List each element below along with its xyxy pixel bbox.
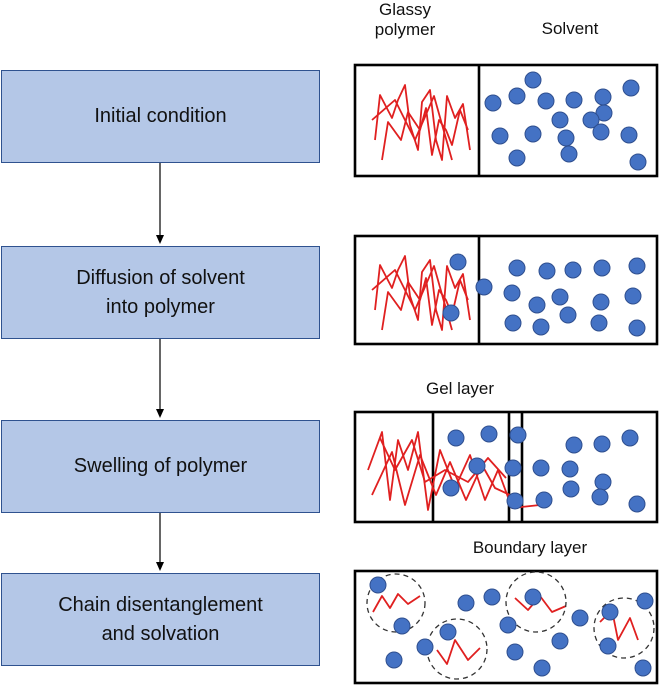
solvent-molecule-67 xyxy=(385,651,403,669)
solvent-molecule-22 xyxy=(538,262,556,280)
solvent-molecule-20 xyxy=(442,304,460,322)
solvent-molecule-28 xyxy=(592,293,610,311)
solvent-molecule-40 xyxy=(565,436,583,454)
solvent-molecule-11 xyxy=(524,125,542,143)
solvent-molecule-5 xyxy=(594,88,612,106)
label-glassy-line1: Glassy xyxy=(379,0,431,19)
polymer-chains-panel-3 xyxy=(367,431,541,511)
solvent-molecule-2 xyxy=(508,87,526,105)
solvent-molecule-65 xyxy=(506,643,524,661)
panel-4-frame xyxy=(353,569,659,685)
step-initial-condition-text: Initial condition xyxy=(94,105,227,127)
solvent-molecule-43 xyxy=(468,457,486,475)
panel-1-frame xyxy=(353,63,659,178)
step-swelling: Swelling of polymer xyxy=(1,420,320,513)
solvent-molecule-32 xyxy=(532,318,550,336)
solvent-molecule-37 xyxy=(480,425,498,443)
solvent-molecule-44 xyxy=(504,459,522,477)
solvent-molecule-46 xyxy=(594,473,612,491)
label-boundary-layer: Boundary layer xyxy=(472,538,588,557)
solvent-molecule-35 xyxy=(628,319,646,337)
solvent-molecule-8 xyxy=(582,111,600,129)
polymer-chains-panel-1 xyxy=(371,84,471,161)
step-diffusion-text-line1: Diffusion of solvent xyxy=(76,266,245,289)
solvent-molecule-61 xyxy=(499,616,517,634)
solvent-molecule-69 xyxy=(634,659,652,677)
step-disentanglement-text-line2: and solvation xyxy=(101,622,220,645)
solvent-molecule-55 xyxy=(483,588,501,606)
panel-2-frame xyxy=(353,234,659,346)
solvent-molecule-10 xyxy=(491,127,509,145)
solvent-molecule-15 xyxy=(508,149,526,167)
solvent-molecule-68 xyxy=(533,659,551,677)
step-disentanglement-text-line1: Chain disentanglement xyxy=(58,593,263,616)
step-disentanglement: Chain disentanglement and solvation xyxy=(1,573,320,666)
solvent-molecule-59 xyxy=(439,623,457,641)
solvent-molecule-42 xyxy=(621,429,639,447)
solvent-molecule-4 xyxy=(565,91,583,109)
solvent-molecule-3 xyxy=(537,92,555,110)
solvent-molecule-13 xyxy=(592,123,610,141)
solvent-molecule-53 xyxy=(369,576,387,594)
solvent-molecule-54 xyxy=(457,594,475,612)
solvent-molecule-36 xyxy=(447,429,465,447)
solvent-molecule-57 xyxy=(636,592,654,610)
solvent-molecule-38 xyxy=(509,426,527,444)
solvent-molecule-63 xyxy=(551,632,569,650)
panel-3-frame xyxy=(353,410,659,524)
solvent-molecule-25 xyxy=(628,257,646,275)
solvent-molecule-39 xyxy=(532,459,550,477)
solvent-molecule-16 xyxy=(560,145,578,163)
solvent-molecule-56 xyxy=(524,588,542,606)
solvent-molecule-21 xyxy=(508,259,526,277)
solvent-molecule-1 xyxy=(484,94,502,112)
solvent-molecule-26 xyxy=(503,284,521,302)
solvent-molecule-9 xyxy=(551,111,569,129)
label-gel-layer: Gel layer xyxy=(425,379,495,398)
solvent-molecule-30 xyxy=(528,296,546,314)
solvent-molecule-29 xyxy=(624,287,642,305)
solvent-molecule-52 xyxy=(628,495,646,513)
label-solvent: Solvent xyxy=(541,19,599,38)
step-diffusion: Diffusion of solvent into polymer xyxy=(1,246,320,339)
solvent-molecule-48 xyxy=(535,491,553,509)
solvent-molecule-45 xyxy=(561,460,579,478)
solvent-molecule-33 xyxy=(559,306,577,324)
solvent-molecule-7 xyxy=(595,104,613,122)
solvent-molecule-24 xyxy=(593,259,611,277)
solvent-molecule-66 xyxy=(599,637,617,655)
label-glassy-polymer: Glassy polymer xyxy=(350,0,460,40)
label-glassy-line2: polymer xyxy=(374,20,436,39)
solvent-molecule-34 xyxy=(590,314,608,332)
solvent-molecule-58 xyxy=(393,617,411,635)
solvent-molecule-27 xyxy=(551,288,569,306)
solvent-molecule-51 xyxy=(591,488,609,506)
solvent-molecule-6 xyxy=(622,79,640,97)
solvent-molecule-47 xyxy=(442,479,460,497)
step-swelling-text: Swelling of polymer xyxy=(73,455,248,477)
step-diffusion-text-line2: into polymer xyxy=(106,295,215,318)
solvent-molecule-60 xyxy=(571,609,589,627)
solvent-molecule-18 xyxy=(449,253,467,271)
solvent-molecule-62 xyxy=(601,603,619,621)
solvent-molecule-31 xyxy=(504,314,522,332)
solvent-molecule-64 xyxy=(416,638,434,656)
solvent-molecules xyxy=(369,71,654,677)
solvent-molecule-49 xyxy=(562,480,580,498)
solvent-molecule-17 xyxy=(629,153,647,171)
step-initial-condition: Initial condition xyxy=(1,70,320,163)
solvent-molecule-19 xyxy=(475,278,493,296)
solvent-molecule-41 xyxy=(593,435,611,453)
solvent-molecule-0 xyxy=(524,71,542,89)
solvent-molecule-14 xyxy=(620,126,638,144)
solvent-molecule-50 xyxy=(506,492,524,510)
solvent-molecule-23 xyxy=(564,261,582,279)
solvent-molecule-12 xyxy=(557,129,575,147)
